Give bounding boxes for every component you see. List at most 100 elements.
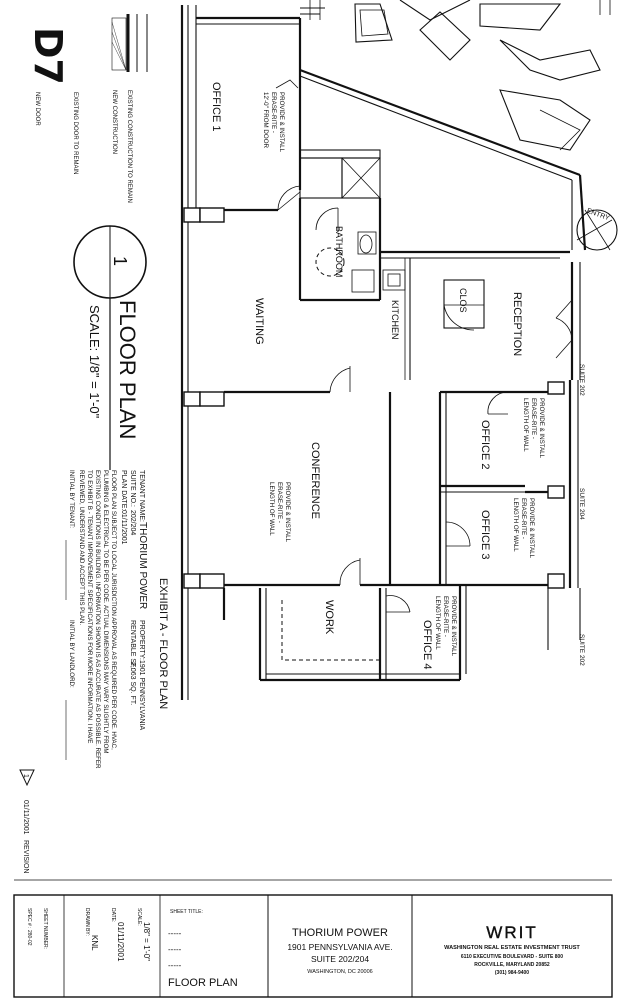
- svg-text:-----: -----: [168, 945, 182, 954]
- svg-text:LENGTH OF WALL: LENGTH OF WALL: [434, 596, 441, 650]
- svg-text:1: 1: [22, 774, 29, 778]
- plan-date: 01/11/2001: [120, 510, 127, 545]
- room-clos: CLOS: [458, 288, 468, 313]
- room-kitchen: KITCHEN: [390, 300, 400, 340]
- svg-text:DRAWN BY:: DRAWN BY:: [84, 908, 90, 936]
- svg-text:PLAN DATE:: PLAN DATE:: [120, 470, 127, 510]
- svg-text:REVISION: REVISION: [22, 840, 29, 873]
- room-office-1: OFFICE 1: [210, 82, 222, 132]
- callout-conference: PROVIDE & INSTALL ERASE-RITE - LENGTH OF…: [268, 482, 291, 543]
- sheet-scale: 1/8" = 1'-0": [142, 922, 151, 961]
- svg-text:PROPERTY:: PROPERTY:: [138, 620, 145, 660]
- svg-text:TO EXHIBIT B - TENANT IMPROVEM: TO EXHIBIT B - TENANT IMPROVEMENT SPECIF…: [86, 470, 93, 743]
- entry-symbol: [576, 209, 618, 251]
- svg-text:ERASE-RITE -: ERASE-RITE -: [276, 482, 283, 523]
- sheet-date: 01/11/2001: [116, 922, 125, 962]
- property: 1901 PENNSYLVANIA: [138, 660, 145, 730]
- suite-labels: SUITE 202 SUITE 204 SUITE 202: [578, 364, 585, 666]
- legend-new-door: NEW DOOR: [34, 92, 40, 126]
- svg-text:RENTABLE SF:: RENTABLE SF:: [129, 620, 136, 669]
- sheet-mark: D7: [26, 27, 70, 85]
- svg-text:12'-0" FROM DOOR: 12'-0" FROM DOOR: [262, 92, 269, 149]
- company-name: WASHINGTON REAL ESTATE INVESTMENT TRUST: [444, 945, 580, 951]
- svg-text:PROVIDE & INSTALL: PROVIDE & INSTALL: [284, 482, 291, 543]
- svg-text:01/11/2001: 01/11/2001: [22, 800, 29, 835]
- legend-new-construction: NEW CONSTRUCTION: [111, 90, 117, 154]
- callout-office-2: PROVIDE & INSTALL ERASE-RITE - LENGTH OF…: [522, 398, 545, 459]
- callout-office-1: PROVIDE & INSTALL ERASE-RITE - 12'-0" FR…: [262, 79, 299, 153]
- drawn-by: KNL: [90, 935, 99, 951]
- svg-text:LENGTH OF WALL: LENGTH OF WALL: [268, 482, 275, 536]
- room-conference: CONFERENCE: [309, 442, 321, 519]
- project-city: WASHINGTON, DC 20006: [307, 969, 372, 975]
- room-office-3: OFFICE 3: [479, 510, 491, 560]
- tenant-name: THORIUM POWER: [137, 522, 148, 609]
- svg-text:DATE:: DATE:: [110, 908, 116, 922]
- svg-text:PROVIDE & INSTALL: PROVIDE & INSTALL: [528, 498, 535, 559]
- exhibit-title: EXHIBIT A - FLOOR PLAN: [157, 578, 169, 709]
- suite-number: 202/204: [129, 510, 136, 535]
- svg-text:LENGTH OF WALL: LENGTH OF WALL: [522, 398, 529, 452]
- plan-scale: SCALE: 1/8" = 1'-0": [87, 305, 102, 419]
- building-plan: ENTRY: [180, 0, 618, 700]
- svg-text:INITIAL BY TENANT:: INITIAL BY TENANT:: [68, 470, 75, 528]
- room-work: WORK: [323, 600, 335, 635]
- title-block: SPEC # : 280-02 SHEET NUMBER: DRAWN BY: …: [13, 879, 613, 998]
- room-waiting: WAITING: [253, 298, 265, 345]
- svg-text:SUITE 204: SUITE 204: [578, 488, 585, 520]
- plan-symbol-number: 1: [110, 256, 130, 266]
- svg-text:FLOOR PLAN SUBJECT TO LOCAL JU: FLOOR PLAN SUBJECT TO LOCAL JURISDICTION…: [110, 470, 117, 750]
- svg-text:EXISTING CONDITIONS IN BUILDIN: EXISTING CONDITIONS IN BUILDING. INFORMA…: [94, 470, 101, 769]
- callout-office-3: PROVIDE & INSTALL ERASE-RITE - LENGTH OF…: [512, 498, 535, 559]
- svg-text:ERASE-RITE -: ERASE-RITE -: [530, 398, 537, 439]
- company-logo: WRIT: [486, 923, 537, 942]
- spec-number: SPEC # : 280-02: [26, 908, 32, 946]
- svg-text:(301) 984-9400: (301) 984-9400: [495, 970, 529, 976]
- sheet-title: FLOOR PLAN: [168, 977, 238, 989]
- svg-text:SUITE 202: SUITE 202: [578, 634, 585, 666]
- svg-text:ROCKVILLE, MARYLAND 20852: ROCKVILLE, MARYLAND 20852: [474, 962, 550, 968]
- room-reception: RECEPTION: [511, 292, 523, 356]
- project-address: 1901 PENNSYLVANIA AVE.: [287, 942, 392, 952]
- tenant-block: TENANT NAME: THORIUM POWER PROPERTY: 190…: [65, 470, 148, 769]
- rentable-sf: 2,063 SQ. FT.: [129, 662, 136, 705]
- svg-text:-----: -----: [168, 961, 182, 970]
- column: [183, 391, 201, 407]
- svg-text:PLUMBING & ELECTRICAL TO BE PE: PLUMBING & ELECTRICAL TO BE PER CODE. AC…: [102, 470, 109, 754]
- revision-mark: 1 01/11/2001 REVISION: [19, 769, 35, 873]
- column: [183, 573, 201, 589]
- column: [183, 207, 201, 223]
- legend: EXISTING CONSTRUCTION TO REMAIN NEW CONS…: [34, 14, 148, 203]
- svg-text:SUITE NO.:: SUITE NO.:: [129, 470, 136, 507]
- svg-text:SCALE:: SCALE:: [136, 908, 142, 926]
- plan-title: FLOOR PLAN: [115, 300, 140, 439]
- svg-text:6110 EXECUTIVE BOULEVARD - SUI: 6110 EXECUTIVE BOULEVARD - SUITE 800: [461, 954, 563, 960]
- legend-existing-construction: EXISTING CONSTRUCTION TO REMAIN: [126, 90, 132, 203]
- room-office-4: OFFICE 4: [421, 620, 433, 670]
- svg-text:PROVIDE & INSTALL: PROVIDE & INSTALL: [278, 92, 285, 153]
- sheet-number-label: SHEET NUMBER:: [42, 908, 48, 949]
- svg-text:SHEET TITLE:: SHEET TITLE:: [170, 909, 203, 915]
- project-name: THORIUM POWER: [292, 927, 388, 939]
- svg-text:D7: D7: [26, 27, 70, 85]
- svg-text:TENANT NAME:: TENANT NAME:: [138, 470, 145, 522]
- project-suite: SUITE 202/204: [311, 954, 369, 964]
- svg-text:PROVIDE & INSTALL: PROVIDE & INSTALL: [450, 596, 457, 657]
- room-office-2: OFFICE 2: [479, 420, 491, 470]
- svg-text:ERASE-RITE -: ERASE-RITE -: [520, 498, 527, 539]
- legend-existing-door: EXISTING DOOR TO REMAIN: [72, 92, 78, 174]
- callouts: PROVIDE & INSTALL ERASE-RITE - 12'-0" FR…: [262, 79, 545, 657]
- svg-text:LENGTH OF WALL: LENGTH OF WALL: [512, 498, 519, 552]
- plan-title-block: 1 FLOOR PLAN SCALE: 1/8" = 1'-0": [73, 225, 147, 470]
- room-labels: OFFICE 1 BATHROOM KITCHEN CLOS RECEPTION…: [210, 82, 523, 670]
- svg-text:SUITE 202: SUITE 202: [578, 364, 585, 396]
- svg-text:ERASE-RITE -: ERASE-RITE -: [270, 92, 277, 133]
- svg-text:INITIAL BY LANDLORD:: INITIAL BY LANDLORD:: [68, 620, 75, 688]
- svg-text:ERASE-RITE -: ERASE-RITE -: [442, 596, 449, 637]
- callout-office-4: PROVIDE & INSTALL ERASE-RITE - LENGTH OF…: [434, 596, 457, 657]
- svg-text:PROVIDE & INSTALL: PROVIDE & INSTALL: [538, 398, 545, 459]
- svg-text:REVIEWED, UNDERSTAND AND ACCEP: REVIEWED, UNDERSTAND AND ACCEPT THIS PLA…: [78, 470, 85, 625]
- room-bathroom: BATHROOM: [334, 226, 344, 277]
